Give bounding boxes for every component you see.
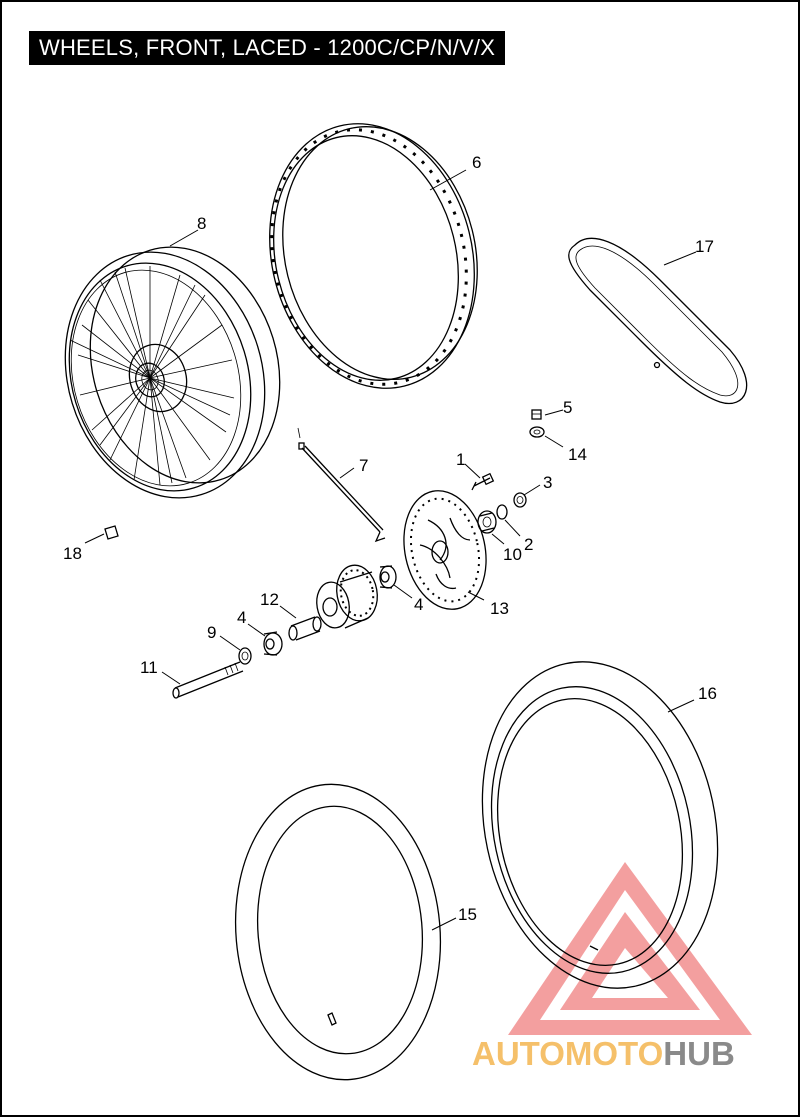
- rim: [269, 123, 478, 389]
- callout-12: 12: [260, 590, 279, 609]
- inner-tube: [234, 783, 442, 1081]
- tire: [481, 661, 719, 989]
- callout-7: 7: [359, 456, 368, 475]
- watermark-logo: [508, 862, 752, 1035]
- callout-10: 10: [503, 545, 522, 564]
- rotor-screw: [471, 472, 495, 491]
- valve-cap: [531, 409, 542, 420]
- callout-11: 11: [140, 658, 158, 677]
- front-axle: [172, 661, 244, 699]
- spoke: [297, 427, 386, 543]
- laced-wheel-assembly: [64, 246, 281, 499]
- watermark-text-part2: HUB: [663, 1035, 735, 1072]
- wheel-bearing-right: [379, 565, 397, 589]
- callout-15: 15: [458, 905, 477, 924]
- callout-13: 13: [490, 599, 509, 618]
- part-18-clip: [104, 525, 119, 540]
- wheel-hub: [316, 564, 378, 629]
- brake-rotor: [403, 490, 487, 610]
- callout-17: 17: [695, 237, 714, 256]
- callout-8: 8: [197, 214, 206, 233]
- wheel-bearing-left: [263, 631, 283, 656]
- callout-4-right: 4: [414, 595, 423, 614]
- watermark-text: AUTOMOTOHUB: [472, 1035, 735, 1072]
- watermark-text-part1: AUTOMOTO: [472, 1035, 663, 1072]
- axle-nut: [513, 492, 527, 508]
- leader-lines: [84, 169, 697, 931]
- callout-16: 16: [698, 684, 717, 703]
- washer: [496, 504, 508, 520]
- callout-9: 9: [207, 623, 216, 642]
- callout-4-left: 4: [237, 608, 246, 627]
- oil-seal: [238, 647, 252, 665]
- axle-sleeve: [288, 616, 322, 641]
- callout-3: 3: [543, 473, 552, 492]
- callout-2: 2: [524, 535, 533, 554]
- valve-nut: [529, 426, 545, 438]
- callout-14: 14: [568, 445, 587, 464]
- callout-6: 6: [472, 153, 481, 172]
- page-title: WHEELS, FRONT, LACED - 1200C/CP/N/V/X: [29, 31, 506, 65]
- rim-strip: [568, 237, 748, 405]
- callout-5: 5: [563, 398, 572, 417]
- callout-1: 1: [456, 450, 465, 469]
- callout-18: 18: [63, 544, 82, 563]
